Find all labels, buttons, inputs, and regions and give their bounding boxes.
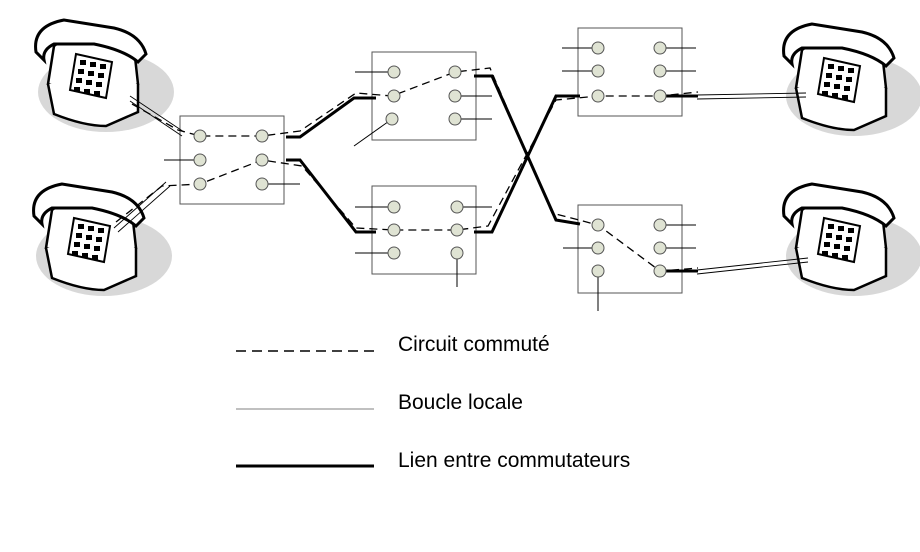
trunk-links (286, 74, 698, 273)
telephone-icon-top-right (782, 22, 920, 138)
legend-swatches (236, 350, 374, 468)
switch-contacts (193, 41, 667, 278)
legend-label-trunk-link: Lien entre commutateurs (398, 449, 631, 472)
legend-label-local-loop: Boucle locale (398, 391, 523, 414)
local-loop-lines (113, 92, 809, 275)
telephone-icon-bottom-right (782, 182, 920, 298)
legend-label-switched-circuit: Circuit commuté (398, 333, 550, 356)
telephone-icon-bottom-left (32, 182, 174, 298)
telephone-icon-top-left (34, 18, 176, 134)
